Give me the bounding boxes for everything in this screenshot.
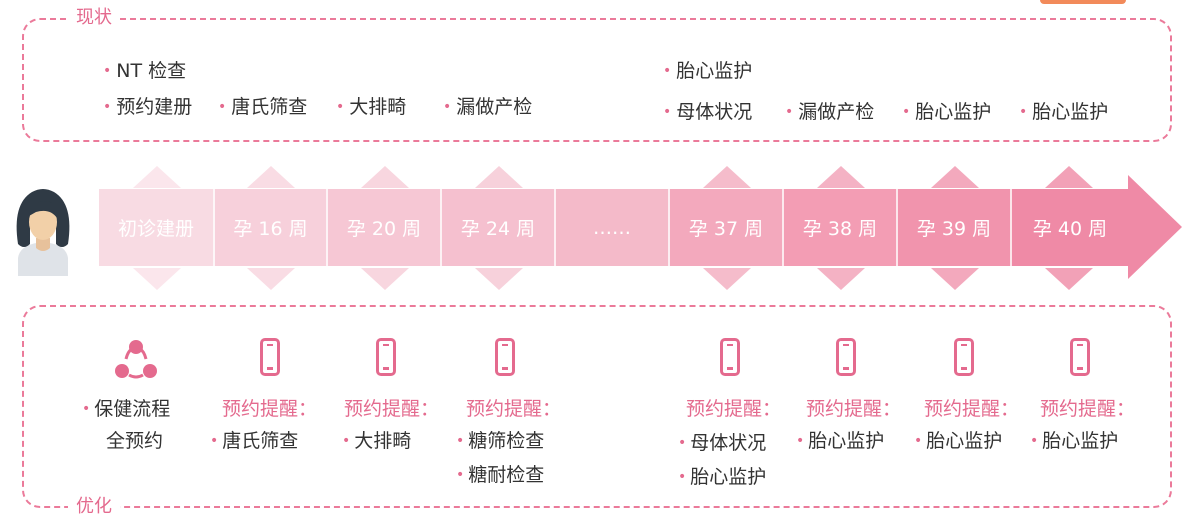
bullet-dot: •: [443, 99, 452, 115]
bullet-dot: •: [785, 104, 794, 120]
bullet-dot: •: [914, 433, 923, 449]
current-item: •大排畸: [336, 96, 407, 118]
timeline-stage: 孕 39 周: [898, 189, 1012, 266]
reminder-label: 预约提醒：: [1040, 398, 1136, 420]
timeline-stage: ……: [556, 189, 670, 266]
corner-mark: [1040, 0, 1126, 4]
triangle-up-icon: [931, 166, 979, 188]
current-status-frame: [22, 18, 1172, 142]
current-item: •胎心监护: [1019, 101, 1109, 123]
bullet-dot: •: [678, 435, 687, 451]
bullet-dot: •: [663, 63, 672, 79]
process-cycle-icon: [115, 340, 157, 379]
triangle-down-icon: [475, 268, 523, 290]
optimized-label: 优化: [68, 495, 120, 519]
bullet-dot: •: [103, 99, 112, 115]
reminder-label: 预约提醒：: [806, 398, 902, 420]
triangle-down-icon: [703, 268, 751, 290]
current-item: •漏做产检: [443, 96, 533, 118]
phone-icon: [260, 338, 280, 376]
triangle-down-icon: [133, 268, 181, 290]
current-item: •母体状况: [663, 101, 753, 123]
reminder-item: •胎心监护: [796, 430, 885, 452]
reminder-label: 预约提醒：: [466, 398, 562, 420]
reminder-item: •胎心监护: [914, 430, 1003, 452]
bullet-dot: •: [796, 433, 805, 449]
triangle-down-icon: [931, 268, 979, 290]
triangle-up-icon: [247, 166, 295, 188]
patient-avatar-icon: [16, 189, 70, 276]
bullet-dot: •: [210, 433, 219, 449]
phone-icon: [720, 338, 740, 376]
optimized-frame: [22, 305, 1172, 508]
current-item: •预约建册: [103, 96, 193, 118]
process-title: •保健流程: [82, 398, 171, 420]
triangle-up-icon: [475, 166, 523, 188]
bullet-dot: •: [678, 469, 687, 485]
triangle-up-icon: [817, 166, 865, 188]
timeline-stage: 孕 37 周: [670, 189, 784, 266]
bullet-dot: •: [456, 467, 465, 483]
reminder-label: 预约提醒：: [924, 398, 1020, 420]
triangle-up-icon: [1045, 166, 1093, 188]
triangle-down-icon: [247, 268, 295, 290]
bullet-dot: •: [1030, 433, 1039, 449]
current-item: •漏做产检: [785, 101, 875, 123]
triangle-down-icon: [817, 268, 865, 290]
bullet-dot: •: [663, 104, 672, 120]
bullet-dot: •: [456, 433, 465, 449]
reminder-item: •糖筛检查: [456, 430, 545, 452]
reminder-item: •糖耐检查: [456, 464, 545, 486]
reminder-label: 预约提醒：: [344, 398, 440, 420]
timeline-stage: 孕 24 周: [442, 189, 556, 266]
triangle-up-icon: [703, 166, 751, 188]
reminder-item: •胎心监护: [678, 466, 767, 488]
timeline-arrow-head: [1128, 175, 1182, 279]
reminder-item: •胎心监护: [1030, 430, 1119, 452]
timeline-stage: 孕 40 周: [1012, 189, 1128, 266]
triangle-up-icon: [361, 166, 409, 188]
reminder-item: •唐氏筛查: [210, 430, 299, 452]
phone-icon: [1070, 338, 1090, 376]
current-item: •胎心监护: [663, 60, 753, 82]
bullet-dot: •: [82, 401, 91, 417]
bullet-dot: •: [902, 104, 911, 120]
phone-icon: [376, 338, 396, 376]
bullet-dot: •: [342, 433, 351, 449]
timeline-stage: 孕 38 周: [784, 189, 898, 266]
phone-icon: [495, 338, 515, 376]
phone-icon: [954, 338, 974, 376]
bullet-dot: •: [218, 99, 227, 115]
current-status-label: 现状: [68, 6, 120, 30]
reminder-item: •大排畸: [342, 430, 412, 452]
triangle-down-icon: [361, 268, 409, 290]
triangle-up-icon: [133, 166, 181, 188]
timeline-stage: 孕 20 周: [328, 189, 442, 266]
current-item: •胎心监护: [902, 101, 992, 123]
reminder-label: 预约提醒：: [222, 398, 318, 420]
phone-icon: [836, 338, 856, 376]
process-subtitle: 全预约: [106, 430, 164, 452]
triangle-down-icon: [1045, 268, 1093, 290]
timeline-stage: 初诊建册: [99, 189, 215, 266]
bullet-dot: •: [336, 99, 345, 115]
reminder-label: 预约提醒：: [686, 398, 782, 420]
current-item: •唐氏筛查: [218, 96, 308, 118]
bullet-dot: •: [103, 63, 112, 79]
timeline-stage: 孕 16 周: [215, 189, 328, 266]
reminder-item: •母体状况: [678, 432, 767, 454]
bullet-dot: •: [1019, 104, 1028, 120]
current-item: •NT 检查: [103, 60, 187, 82]
